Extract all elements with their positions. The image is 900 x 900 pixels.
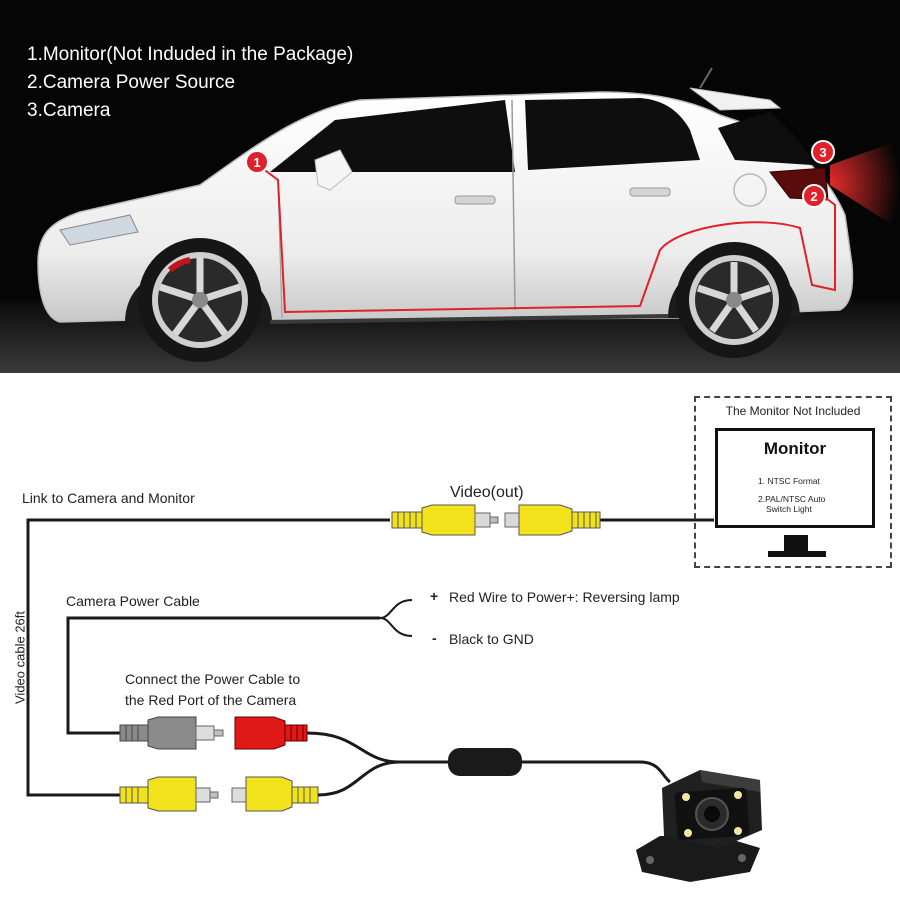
plus-sign: + [430, 588, 439, 604]
front-door-handle [454, 195, 496, 205]
monitor-not-included-caption: The Monitor Not Included [725, 404, 861, 418]
camera-lead-cable [522, 760, 672, 784]
back-window [718, 112, 812, 165]
front-wheel [138, 238, 262, 362]
yellow-video-camera-port [231, 776, 319, 812]
cable-junction-box [448, 748, 522, 776]
marker-3: 3 [811, 140, 835, 164]
legend-power-source: 2.Camera Power Source [27, 72, 236, 93]
car-photo-panel: 1 2 3 1.Monitor(Not Induded in the Packa… [0, 0, 900, 373]
marker-2: 2 [802, 184, 826, 208]
rear-spoiler [689, 87, 782, 111]
fuel-cap [733, 173, 767, 207]
link-label: Link to Camera and Monitor [22, 490, 195, 506]
camera-icon [636, 770, 762, 882]
connect-power-line1: Connect the Power Cable to [125, 671, 301, 687]
monitor-spec-ntsc: 1. NTSC Format [758, 476, 820, 486]
door-seam [511, 99, 516, 311]
monitor-spec-switch-light: Switch Light [766, 504, 812, 514]
video-cable-length-label: Video cable 26ft [12, 611, 28, 704]
minus-sign: - [432, 630, 437, 646]
wire-route [257, 164, 836, 314]
monitor-not-included-box: The Monitor Not Included Monitor 1. NTSC… [694, 396, 892, 568]
legend-monitor: 1.Monitor(Not Induded in the Package) [27, 44, 354, 65]
antenna [699, 67, 713, 89]
camera-cable-upper [306, 731, 450, 764]
power-fork-minus [379, 617, 413, 637]
red-power-port [234, 716, 308, 750]
svg-text:3: 3 [819, 145, 826, 160]
headlight [59, 214, 139, 246]
video-cable-line [26, 518, 390, 797]
gray-power-connector [119, 716, 224, 750]
legend-camera: 3.Camera [27, 100, 111, 121]
monitor-screen: Monitor 1. NTSC Format 2.PAL/NTSC Auto S… [715, 428, 875, 528]
monitor-title: Monitor [763, 439, 827, 458]
video-out-male-connector [391, 504, 499, 536]
power-fork-plus [379, 599, 413, 619]
side-mirror [314, 149, 353, 191]
black-gnd-label: Black to GND [449, 631, 534, 647]
video-out-label: Video(out) [450, 484, 524, 501]
monitor-stand [768, 535, 826, 557]
rear-door-handle [629, 187, 671, 197]
camera-cable-lower [317, 760, 401, 797]
car-illustration: 1 2 3 [0, 0, 900, 373]
yellow-video-male-connector [119, 776, 219, 812]
power-cable-label: Camera Power Cable [66, 593, 200, 609]
svg-text:1: 1 [253, 155, 260, 170]
rear-wheel [676, 242, 792, 358]
svg-text:2: 2 [810, 189, 817, 204]
red-wire-label: Red Wire to Power+: Reversing lamp [449, 589, 680, 605]
connect-power-line2: the Red Port of the Camera [125, 692, 297, 708]
video-out-female-connector [504, 504, 601, 536]
monitor-spec-auto-switch: 2.PAL/NTSC Auto [758, 494, 826, 504]
camera-light-beam [830, 140, 900, 230]
marker-1: 1 [245, 150, 269, 174]
rear-window [525, 98, 700, 170]
side-skirt [269, 314, 669, 324]
power-cable-line [66, 616, 380, 735]
